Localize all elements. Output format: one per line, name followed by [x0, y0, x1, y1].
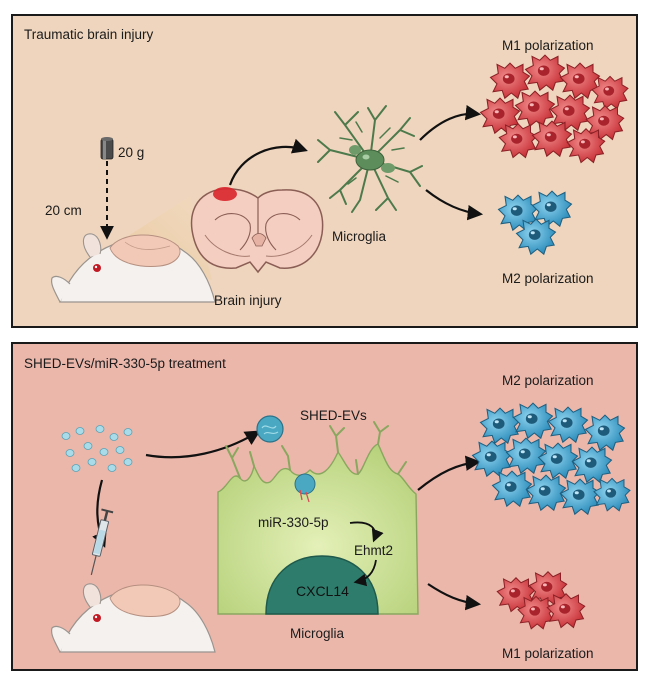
arrow-to-m2-bottom: [417, 455, 482, 491]
m1-cell-cluster-top: [479, 54, 629, 164]
weight-label: 20 g: [118, 145, 145, 160]
microglia-label-bottom: Microglia: [290, 626, 345, 641]
microglia-soma: [349, 145, 395, 173]
treatment-title: SHED-EVs/miR-330-5p treatment: [24, 356, 226, 371]
arrow-to-m1-bottom: [427, 583, 482, 611]
m2-label-top: M2 polarization: [502, 271, 594, 286]
m2-label-bottom: M2 polarization: [502, 373, 594, 388]
microglia-label-top: Microglia: [332, 229, 387, 244]
brain-section-icon: [190, 187, 324, 274]
brain-injury-label: Brain injury: [214, 293, 282, 308]
tbi-title: Traumatic brain injury: [24, 27, 154, 42]
m1-cell-cluster-bottom: [496, 571, 586, 630]
arrow-to-m1-top: [419, 104, 482, 141]
nucleus: [265, 555, 379, 615]
m1-label-bottom: M1 polarization: [502, 646, 594, 661]
mouse-head-icon: [50, 583, 216, 653]
arrow-to-m2-top: [425, 189, 484, 221]
m2-cell-cluster-bottom: [471, 402, 631, 515]
ev-particles: [61, 425, 133, 472]
syringe-icon: [90, 508, 114, 576]
height-label: 20 cm: [45, 203, 82, 218]
mirna-label: miR-330-5p: [258, 515, 329, 530]
arrow-to-microglia: [228, 138, 308, 186]
arrow-ehmt2-to-cxcl14: [353, 559, 377, 587]
weight-icon: [100, 137, 114, 160]
vesicle-icon: [256, 415, 284, 443]
arrow-to-evs: [145, 430, 261, 459]
m2-cell-cluster-top: [497, 190, 573, 255]
arrow-mirna-to-ehmt2: [349, 521, 384, 543]
ev-fusion-icon: [294, 473, 316, 503]
ehmt2-label: Ehmt2: [354, 543, 394, 558]
mouse-head-icon: [50, 233, 216, 303]
m1-label-top: M1 polarization: [502, 38, 594, 53]
microglia-cytoplasm: [217, 421, 419, 615]
shed-evs-label: SHED-EVs: [300, 408, 367, 423]
cxcl14-label: CXCL14: [296, 583, 349, 599]
